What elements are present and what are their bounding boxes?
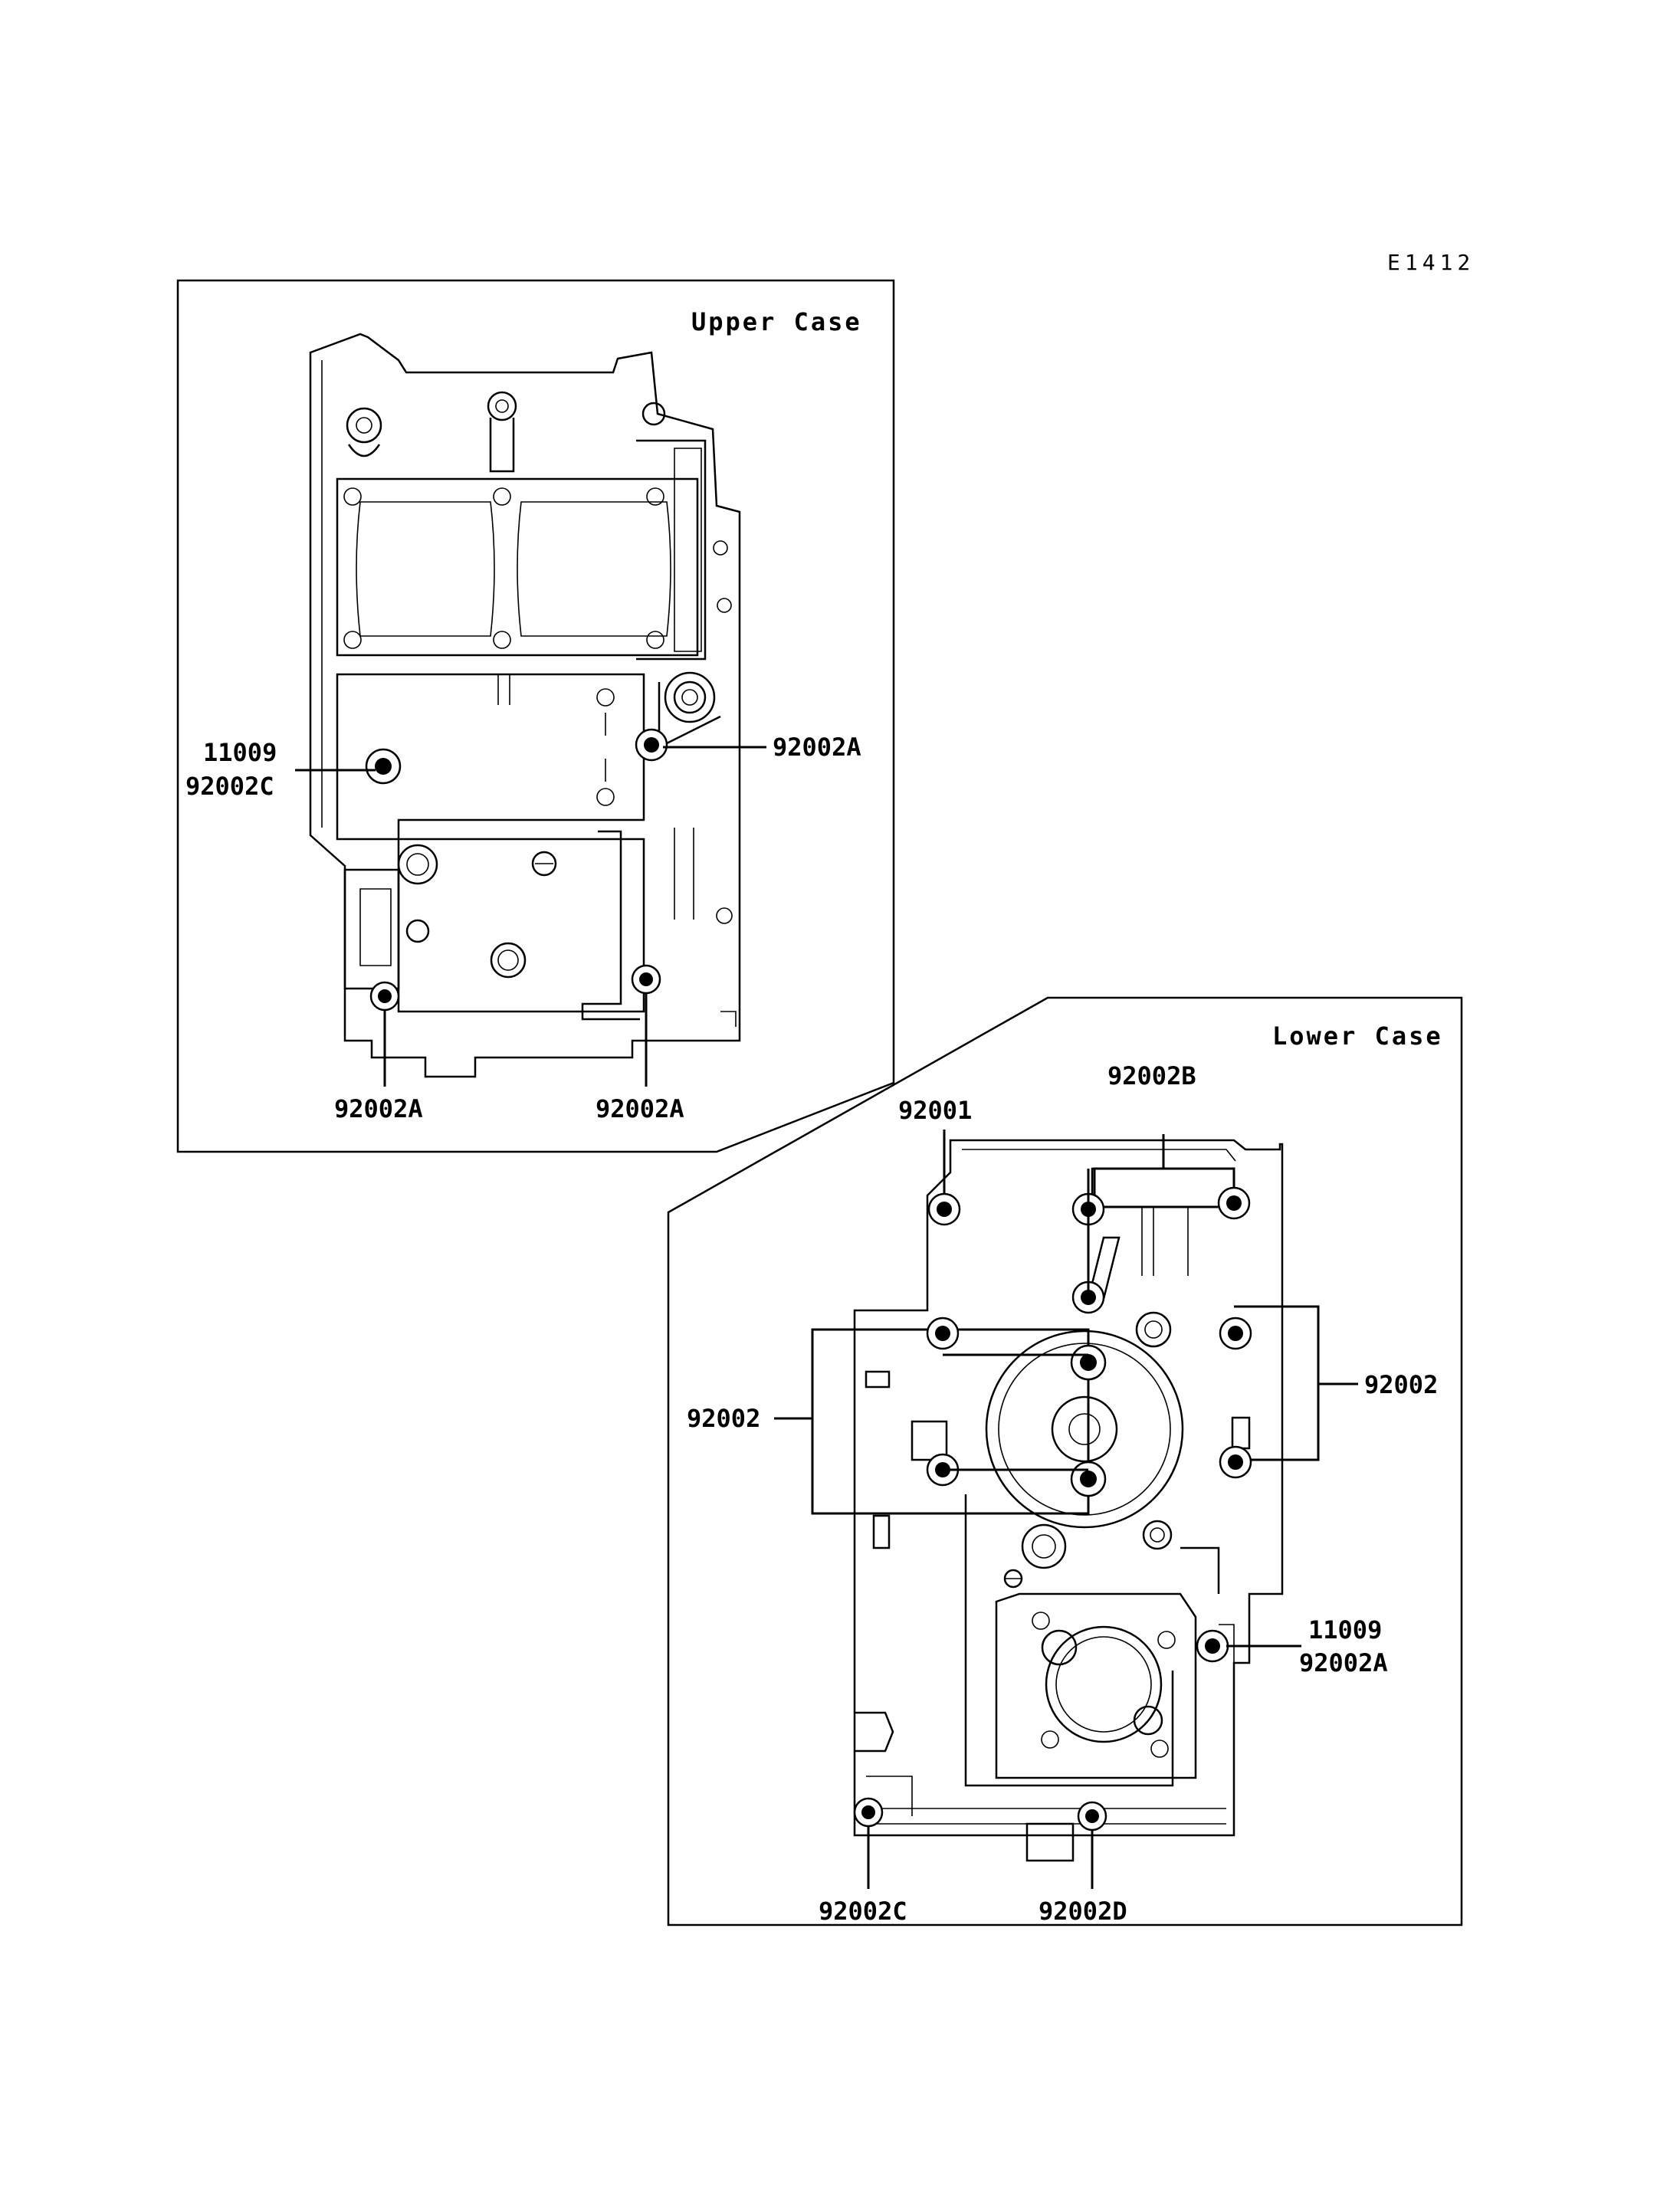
lower-bolt-top-right xyxy=(1217,1186,1251,1220)
upper-case-part-drawing xyxy=(309,333,741,1078)
lower-bolt-center-1 xyxy=(1070,1344,1107,1381)
lower-leader-right-bolts xyxy=(943,1353,1088,1471)
upper-bolt-1 xyxy=(365,748,402,785)
lower-bolt-92002c xyxy=(853,1797,884,1828)
upper-label-92002a-bottom-right: 92002A xyxy=(596,1094,684,1123)
figure-code: E1412 xyxy=(1387,250,1475,275)
lower-label-11009: 11009 xyxy=(1308,1615,1382,1644)
lower-label-92002c: 92002C xyxy=(819,1897,907,1926)
lower-case-panel: Lower Case xyxy=(667,996,1463,1926)
upper-label-11009: 11009 xyxy=(203,738,277,767)
lower-bolt-92002d xyxy=(1077,1801,1107,1831)
lower-bolt-center-2 xyxy=(1070,1461,1107,1497)
upper-label-92002a-bottom-left: 92002A xyxy=(334,1094,423,1123)
lower-bolt-right-1 xyxy=(1219,1317,1252,1350)
lower-case-title: Lower Case xyxy=(1272,1021,1443,1051)
lower-bracket-top xyxy=(1093,1167,1235,1208)
upper-label-92002c: 92002C xyxy=(185,772,274,801)
lower-label-92002b: 92002B xyxy=(1107,1061,1196,1090)
upper-label-92002a-right: 92002A xyxy=(773,733,861,762)
lower-label-92002d: 92002D xyxy=(1039,1897,1127,1926)
lower-leader-92002b xyxy=(1087,1134,1165,1297)
upper-case-title: Upper Case xyxy=(691,307,862,336)
upper-bolt-4 xyxy=(631,964,661,995)
lower-label-92002a: 92002A xyxy=(1299,1648,1388,1677)
upper-case-frame xyxy=(176,279,895,1153)
upper-case-panel: Upper Case xyxy=(176,279,895,1153)
lower-case-frame xyxy=(667,996,1463,1926)
lower-bolt-right-2 xyxy=(1219,1445,1252,1479)
lower-label-92002-right: 92002 xyxy=(1364,1370,1438,1399)
lower-bracket-left xyxy=(811,1328,1090,1515)
lower-label-92002-left: 92002 xyxy=(687,1404,760,1433)
lower-bolt-left-1 xyxy=(926,1317,960,1350)
lower-case-part-drawing xyxy=(853,1139,1284,1862)
lower-bolt-92002a xyxy=(1196,1629,1229,1663)
upper-bolt-3 xyxy=(369,981,400,1012)
upper-bolt-2 xyxy=(635,728,668,762)
lower-label-92001: 92001 xyxy=(898,1096,972,1125)
lower-bolt-92001 xyxy=(927,1192,961,1226)
